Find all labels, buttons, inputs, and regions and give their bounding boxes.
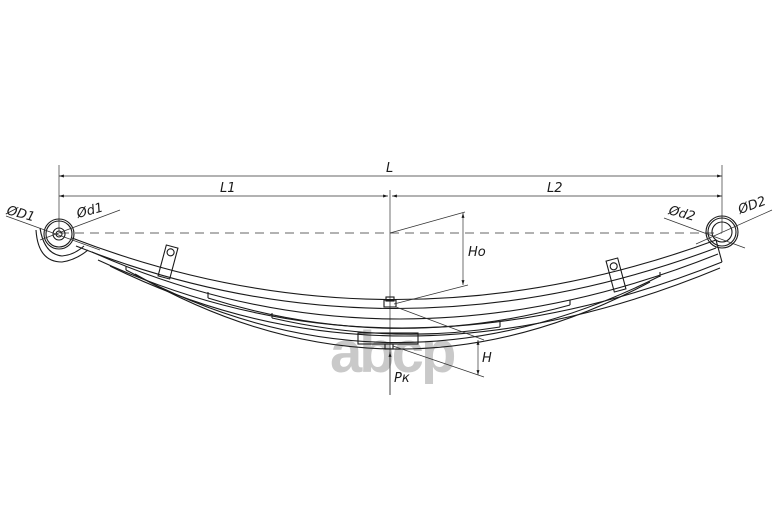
label-L: L xyxy=(386,161,393,176)
center-bolt xyxy=(357,296,419,350)
label-D1: ØD1 xyxy=(4,203,36,225)
label-L2: L2 xyxy=(547,181,563,196)
left-eye xyxy=(5,209,121,263)
label-D2: ØD2 xyxy=(735,194,768,218)
label-H: H xyxy=(482,351,492,366)
clamp-left xyxy=(157,244,179,280)
label-d2: Ød2 xyxy=(666,203,697,225)
right-eye xyxy=(663,209,773,249)
watermark: abcp xyxy=(330,320,455,385)
label-d1: Ød1 xyxy=(74,200,105,222)
label-Pk: Pк xyxy=(394,371,410,386)
label-L1: L1 xyxy=(220,181,236,196)
clamp-right xyxy=(605,257,627,293)
label-Ho: Ho xyxy=(468,245,486,260)
